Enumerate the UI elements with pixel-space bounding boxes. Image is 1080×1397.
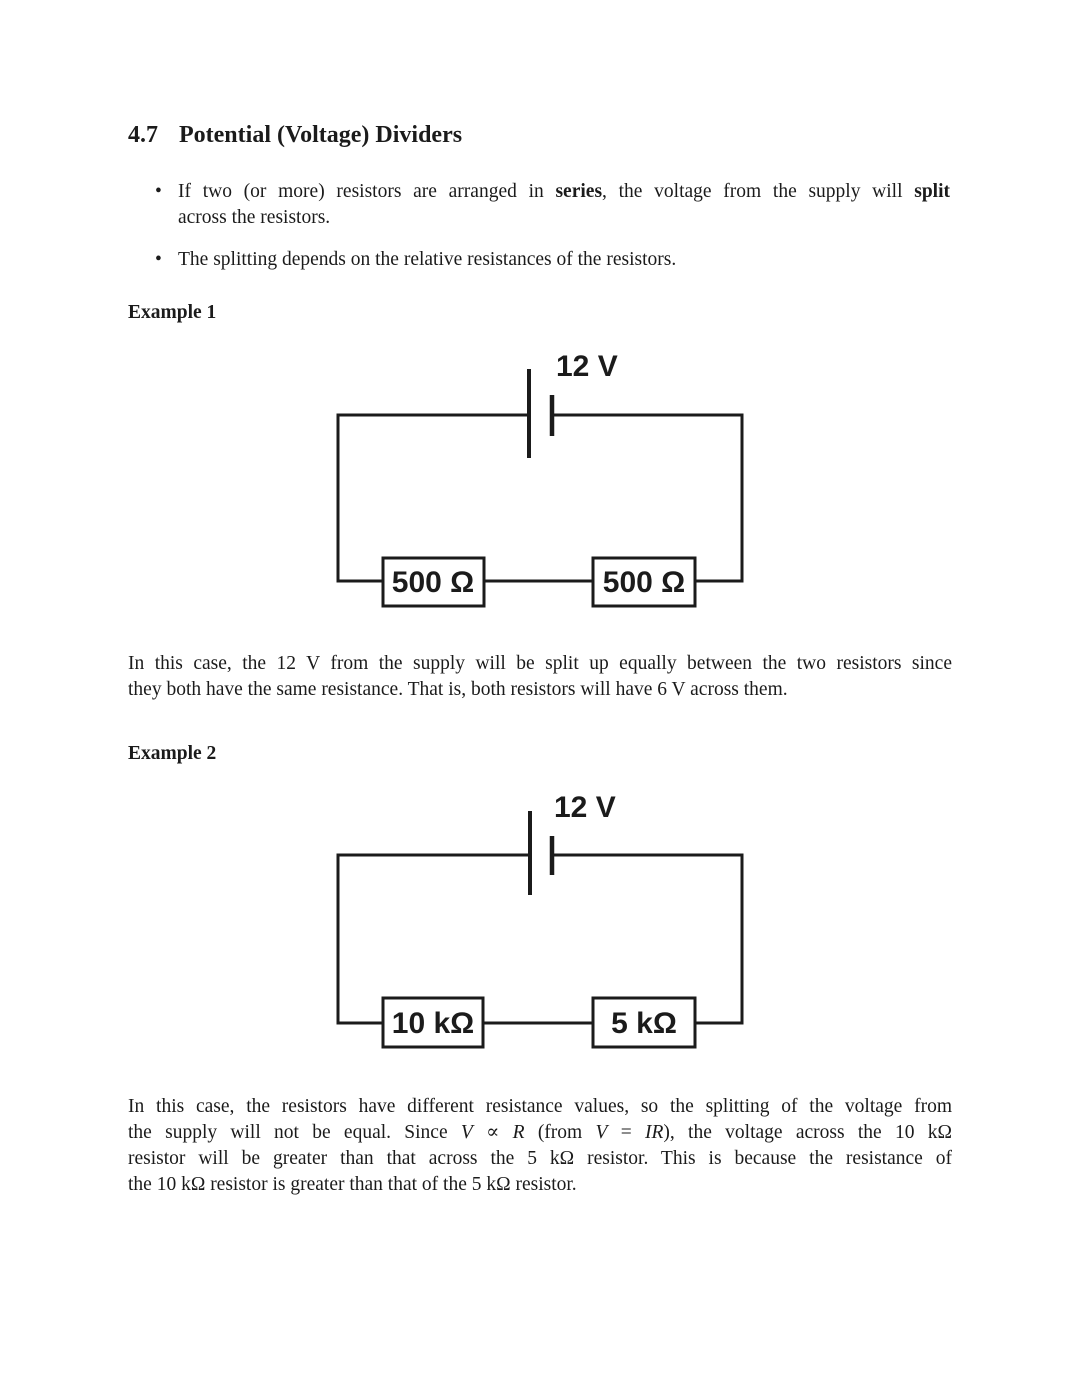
resistor-left-label: 500 Ω <box>392 566 474 599</box>
resistor-box-left <box>381 996 485 1049</box>
resistor-box-right <box>591 556 697 608</box>
example2-heading: Example 2 <box>128 743 217 764</box>
bullet-item-splitting: The splitting depends on the relative re… <box>178 249 677 270</box>
bullet-marker: • <box>155 181 162 202</box>
bullet1-seg0: If two (or more) resistors are arranged … <box>178 181 556 202</box>
example1-caption: In this case, the 12 V from the supply w… <box>128 651 952 703</box>
resistor-right-label: 500 Ω <box>603 566 685 599</box>
circuit2-wires <box>336 853 744 1025</box>
bullet1-seg1: , the voltage from the supply will <box>602 181 915 202</box>
bullet1-line1: If two (or more) resistors are arranged … <box>178 179 950 205</box>
bullet-marker: • <box>155 249 162 270</box>
example2-caption-line4: the 10 kΩ resistor is greater than that … <box>128 1174 577 1195</box>
math-V: V <box>460 1122 473 1143</box>
example1-caption-line1: In this case, the 12 V from the supply w… <box>128 653 952 674</box>
circuit-diagram-example1: 12 V 500 Ω 500 Ω <box>336 350 744 608</box>
resistor-box-left <box>381 556 486 608</box>
supply-voltage-label: 12 V <box>556 350 618 383</box>
resistor-left-label: 10 kΩ <box>392 1007 474 1040</box>
bullet1-bold-split: split <box>914 181 950 202</box>
bullet-item-series-split: If two (or more) resistors are arranged … <box>178 179 950 231</box>
caption2-seg0: the supply will not be equal. Since <box>128 1122 461 1143</box>
caption2-propto: ∝ <box>472 1122 513 1143</box>
section-number: 4.7 <box>128 122 158 148</box>
section-title-text: Potential (Voltage) Dividers <box>179 122 463 148</box>
bullet1-line2: across the resistors. <box>178 207 331 228</box>
caption2-seg4: ), the voltage across the 10 kΩ <box>663 1122 952 1143</box>
example2-caption-line3: resistor will be greater than that acros… <box>128 1148 952 1169</box>
supply-voltage-label: 12 V <box>554 791 616 824</box>
example2-caption: In this case, the resistors have differe… <box>128 1094 952 1198</box>
math-IR: IR <box>645 1122 664 1143</box>
resistor-box-right <box>591 996 697 1049</box>
caption2-equals: = <box>607 1122 645 1143</box>
circuit1-wires <box>336 413 744 583</box>
example1-caption-line2: they both have the same resistance. That… <box>128 679 788 700</box>
circuit-diagram-example2: 12 V 10 kΩ 5 kΩ <box>336 791 744 1049</box>
section-title: 4.7 Potential (Voltage) Dividers <box>128 122 462 149</box>
math-R: R <box>512 1122 525 1143</box>
math-V: V <box>595 1122 608 1143</box>
bullet1-bold-series: series <box>555 181 603 202</box>
example2-caption-line2: the supply will not be equal. Since V ∝ … <box>128 1120 952 1146</box>
example1-heading: Example 1 <box>128 302 217 323</box>
example2-caption-line1: In this case, the resistors have differe… <box>128 1096 952 1117</box>
caption2-seg2: (from <box>524 1122 596 1143</box>
resistor-right-label: 5 kΩ <box>611 1007 677 1040</box>
